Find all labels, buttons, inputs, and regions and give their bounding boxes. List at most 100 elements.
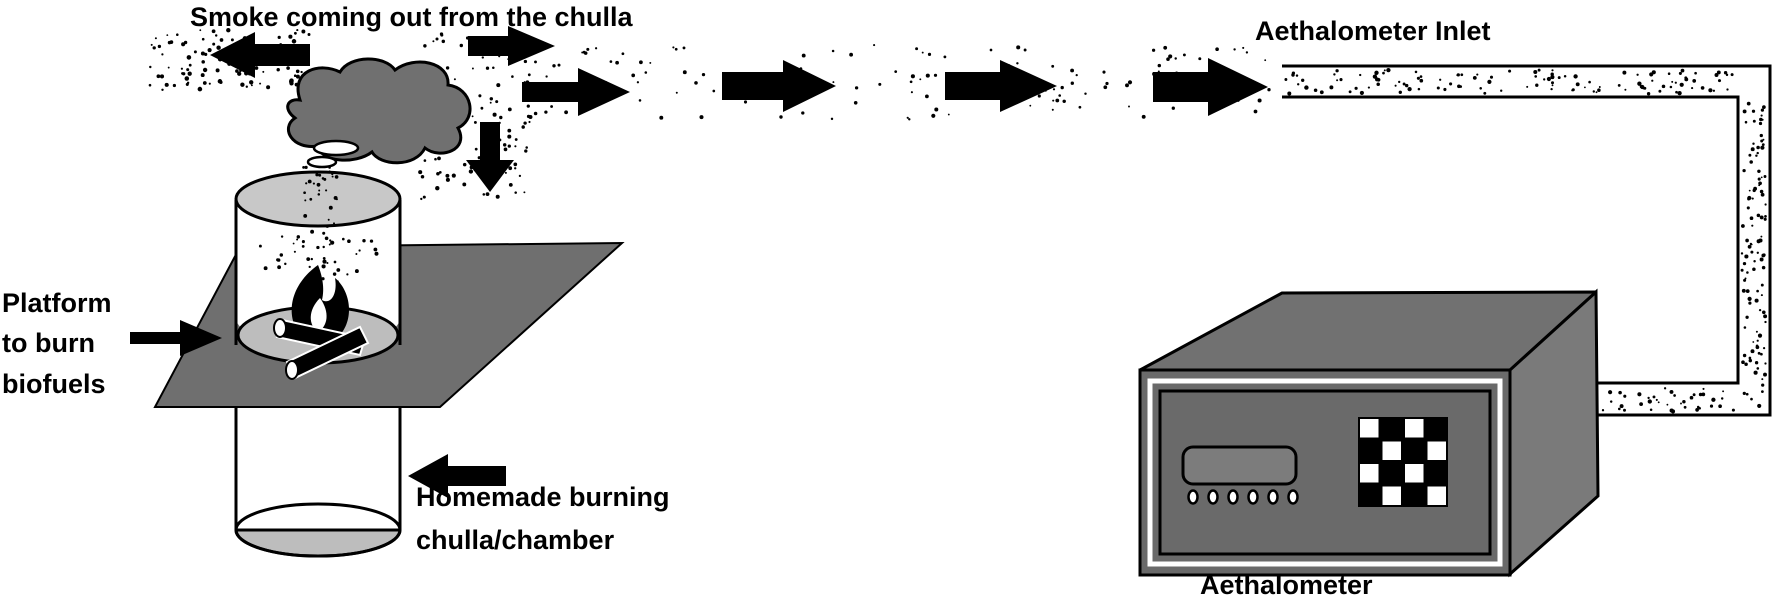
smoke-particle (1748, 153, 1752, 157)
arrow-right-icon (1153, 58, 1268, 116)
smoke-arrows (210, 26, 1268, 192)
smoke-particle (207, 48, 212, 53)
smoke-particle (305, 182, 308, 185)
smoke-particle (152, 46, 156, 50)
smoke-particle (204, 52, 208, 57)
smoke-particle (156, 74, 161, 79)
smoke-particle (328, 205, 333, 210)
smoke-particle (212, 42, 216, 46)
smoke-particle (1657, 401, 1660, 404)
smoke-particle (423, 159, 427, 162)
smoke-particle (201, 60, 205, 64)
smoke-particle (1761, 143, 1765, 146)
smoke-particle (1329, 85, 1334, 90)
smoke-particle (564, 110, 569, 115)
smoke-particle (906, 116, 909, 119)
knob (1287, 489, 1299, 505)
smoke-particle (1725, 73, 1729, 77)
smoke-particle (435, 37, 439, 41)
smoke-particle (1479, 87, 1482, 90)
smoke-particle (161, 88, 164, 92)
smoke-particle (423, 44, 427, 48)
smoke-particle (362, 239, 366, 243)
smoke-particle (1058, 94, 1062, 97)
smoke-particle (1233, 48, 1236, 51)
smoke-particle (1215, 47, 1219, 52)
smoke-particle (471, 67, 474, 70)
smoke-particle (485, 66, 490, 70)
smoke-particle (523, 191, 526, 194)
smoke-particle (1651, 70, 1656, 75)
smoke-particle (582, 50, 586, 54)
smoke-particle (1742, 391, 1746, 396)
smoke-particle (322, 245, 325, 249)
smoke-particle (525, 146, 528, 149)
smoke-particle (167, 66, 170, 69)
smoke-particle (1642, 87, 1645, 90)
smoke-particle (473, 120, 477, 124)
smoke-particle (873, 44, 876, 47)
smoke-particle (989, 48, 993, 52)
smoke-particle (280, 235, 284, 238)
smoke-particle (159, 74, 165, 79)
smoke-particle (1762, 346, 1766, 350)
smoke-particle (1489, 75, 1494, 79)
smoke-particle (919, 78, 922, 81)
smoke-particle (527, 73, 531, 77)
chamber-bottom (234, 528, 402, 558)
smoke-particle (1551, 69, 1554, 72)
fire-icon (273, 265, 370, 380)
smoke-particle (1750, 147, 1755, 152)
smoke-particle (1398, 80, 1401, 84)
smoke-particle (200, 73, 205, 78)
smoke-particle (1763, 217, 1767, 221)
smoke-particle (1546, 76, 1551, 82)
smoke-particle (1750, 397, 1753, 401)
smoke-particle (1763, 314, 1768, 319)
smoke-particle (1636, 73, 1639, 76)
keypad-key (1382, 441, 1401, 460)
keypad-key (1427, 441, 1446, 460)
smoke-particle (420, 197, 423, 201)
smoke-particle (1682, 399, 1686, 404)
smoke-particle (471, 115, 474, 118)
platform-label-line1: Platform (2, 288, 112, 318)
smoke-particle (1717, 79, 1722, 83)
smoke-particle (336, 268, 341, 272)
smoke-particle (1592, 90, 1595, 93)
smoke-particle (1598, 86, 1601, 88)
smoke-particle (524, 149, 528, 153)
smoke-particle (1301, 78, 1305, 82)
smoke-particle (296, 235, 301, 239)
smoke-particle (910, 91, 913, 94)
smoke-particle (1500, 89, 1503, 92)
smoke-particle (300, 70, 303, 74)
smoke-particle (1264, 59, 1267, 62)
smoke-particle (1617, 84, 1621, 87)
smoke-particle (180, 67, 183, 70)
smoke-particle (1761, 378, 1764, 381)
smoke-particle (1751, 109, 1756, 113)
smoke-particle (1359, 73, 1362, 77)
smoke-particle (1372, 74, 1378, 79)
smoke-particle (315, 173, 319, 177)
smoke-particle (1125, 83, 1129, 88)
smoke-particle (303, 213, 308, 218)
smoke-particle (1487, 79, 1492, 84)
smoke-particle (1295, 74, 1299, 77)
smoke-particle (1374, 70, 1379, 75)
smoke-particle (545, 75, 548, 78)
smoke-particle (1460, 73, 1464, 77)
smoke-particle (1623, 394, 1627, 398)
smoke-particle (1622, 70, 1627, 75)
smoke-particle (328, 166, 331, 169)
smoke-particle (1751, 224, 1754, 227)
smoke-particle (1745, 315, 1749, 319)
smoke-particle (1761, 265, 1766, 270)
smoke-particle (1619, 404, 1624, 409)
smoke-particle (1750, 349, 1755, 354)
smoke-particle (1637, 392, 1642, 397)
smoke-particle (1694, 71, 1697, 75)
smoke-particle (514, 167, 517, 170)
smoke-particle (277, 35, 281, 40)
